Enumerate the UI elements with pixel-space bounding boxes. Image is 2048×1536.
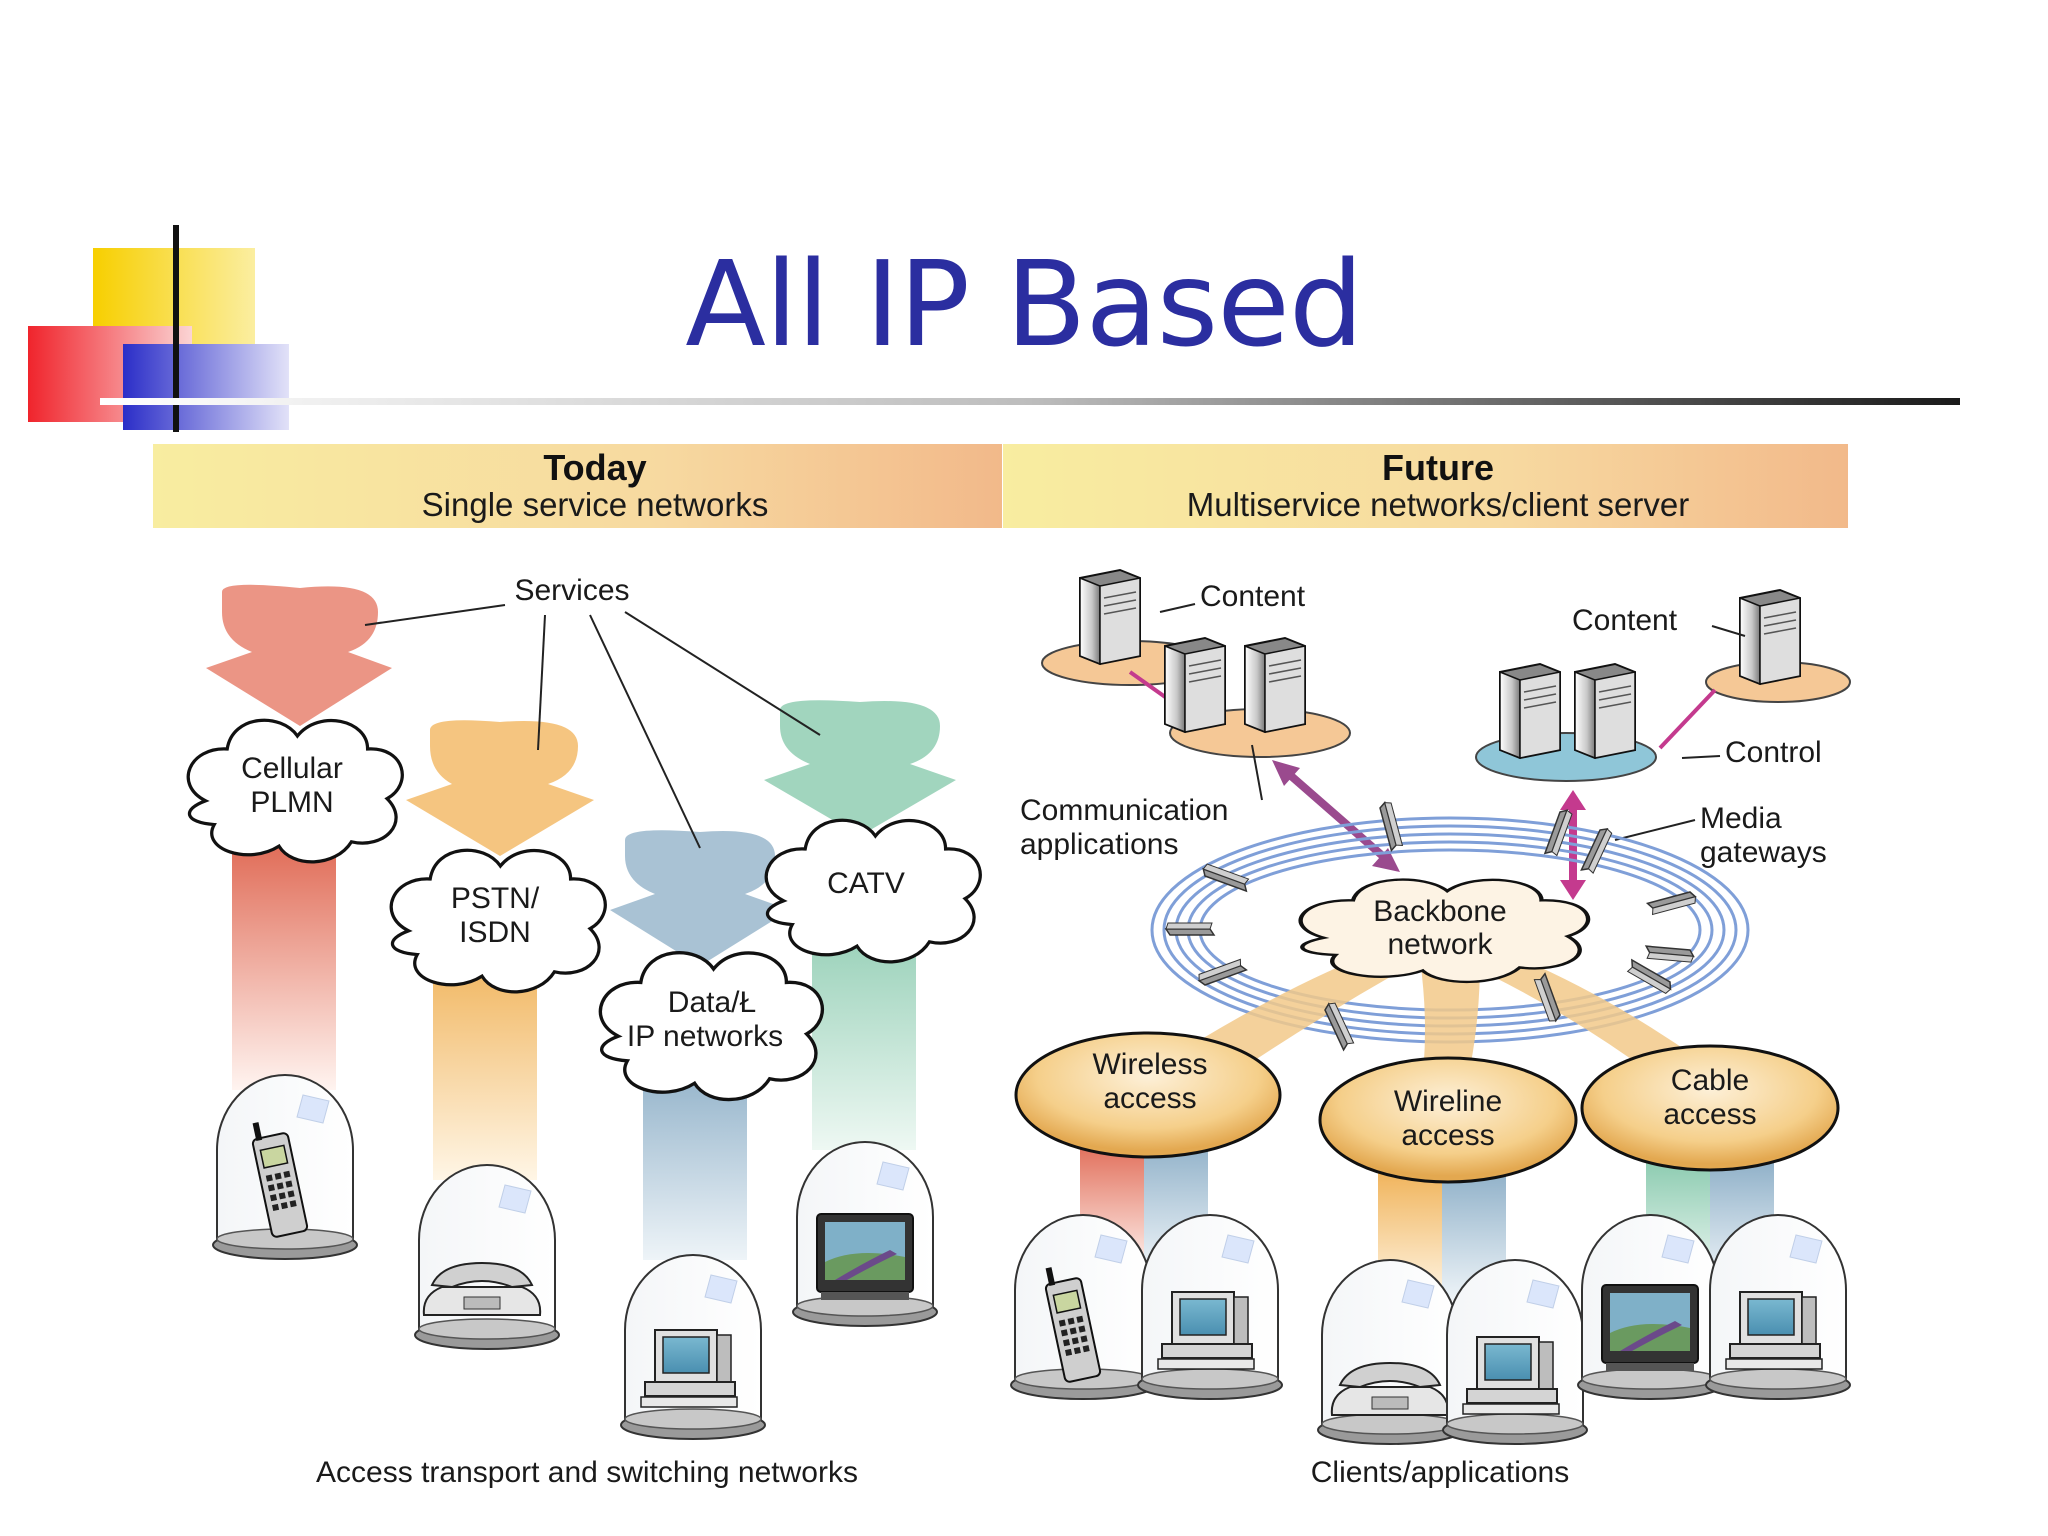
computer-icon [1462,1336,1560,1415]
cellular-label-1: Cellular [241,752,343,785]
backbone-label-1: Backbone [1373,895,1506,928]
cable-label-2: access [1663,1098,1756,1131]
today-subheading: Single service networks [422,486,769,523]
computer-icon [1157,1291,1255,1370]
content-label-left: Content [1200,580,1306,613]
today-footer: Access transport and switching networks [316,1456,858,1489]
pstn-service-arrow [406,720,594,856]
wireline-label-1: Wireline [1394,1085,1502,1118]
dome-pstn [414,1164,560,1350]
data-label-2: IP networks [627,1020,783,1053]
future-footer: Clients/applications [1311,1456,1569,1489]
slide-title: All IP Based [685,235,1364,373]
dome-data [620,1254,766,1440]
comm-server-1 [1164,637,1226,733]
computer-icon [1725,1291,1823,1370]
media-gateways-label-1: Media [1700,802,1782,835]
pstn-label-1: PSTN/ [451,882,540,915]
dome-client-telephone [1317,1259,1463,1445]
comm-server-2 [1244,637,1306,733]
dome-client-computer-3 [1705,1214,1851,1400]
content-server-right [1739,589,1801,685]
future-subheading: Multiservice networks/client server [1187,486,1689,523]
wireless-access: Wireless access [1014,1031,1282,1159]
cellular-service-arrow [206,584,392,726]
future-header: Future Multiservice networks/client serv… [1003,444,1848,528]
control-server-1 [1499,663,1561,759]
cable-label-1: Cable [1671,1064,1749,1097]
comm-apps-label-2: applications [1020,828,1178,861]
media-gateways-label-2: gateways [1700,836,1827,869]
wireline-label-2: access [1401,1119,1494,1152]
slide-decoration [28,225,1960,432]
future-heading: Future [1382,447,1494,488]
data-label-1: Data/Ł [668,986,756,1019]
cellular-beam [232,840,336,1090]
computer-icon [640,1329,738,1408]
dome-client-television [1577,1214,1723,1400]
dome-client-mobile [1010,1214,1156,1400]
today-panel: Services Cellular PLMN PSTN/ ISDN Data/Ł… [186,574,982,1489]
cellular-label-2: PLMN [250,786,333,819]
today-header: Today Single service networks [153,444,1002,528]
pstn-label-2: ISDN [459,916,531,949]
catv-label: CATV [827,867,905,900]
dome-catv [792,1141,938,1327]
dome-cellular [212,1074,358,1260]
today-heading: Today [543,447,646,488]
wireless-label-2: access [1103,1082,1196,1115]
television-icon [1601,1284,1699,1372]
television-icon [816,1213,914,1301]
wireless-label-1: Wireless [1092,1048,1207,1081]
services-label: Services [514,574,629,607]
dome-client-computer-1 [1137,1214,1283,1400]
dome-client-computer-2 [1442,1259,1588,1445]
control-server-2 [1574,663,1636,759]
cable-access: Cable access [1580,1044,1840,1172]
catv-service-arrow [764,700,956,836]
future-panel: Content Content Control Communication ap… [1010,569,1851,1489]
wireline-access: Wireline access [1318,1056,1578,1184]
control-label: Control [1725,736,1822,769]
content-server-left [1079,569,1141,665]
content-label-right: Content [1572,604,1678,637]
data-service-arrow [610,830,790,966]
comm-apps-label-1: Communication [1020,794,1228,827]
backbone-label-2: network [1387,928,1493,961]
